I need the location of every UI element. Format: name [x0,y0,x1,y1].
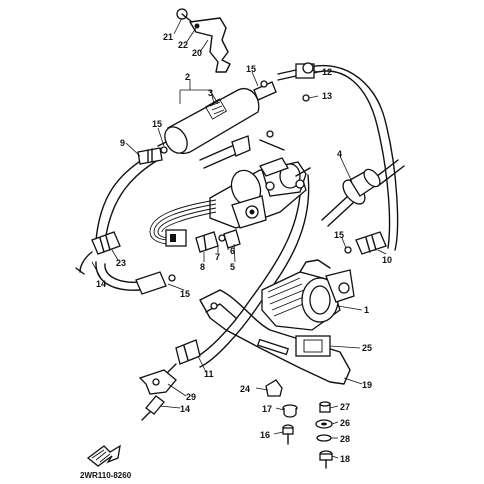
fitting-10 [344,231,387,255]
fitting-23-14-left [75,231,121,275]
fitting-12 [277,62,315,102]
fitting-11 [167,339,201,373]
callout-15-filter: 15 [152,119,162,129]
top-clamp-bracket [176,8,231,73]
callout-20: 20 [192,48,202,58]
damper-4 [342,168,381,205]
fuel-pump-1 [261,259,355,331]
callout-16: 16 [260,430,270,440]
washer-17 [282,404,298,418]
nipple-9 [137,146,168,165]
callout-22: 22 [178,40,188,50]
callout-21: 21 [163,32,173,42]
bracket-29 [138,369,177,395]
callout-13: 13 [322,91,332,101]
grommet-26 [315,419,333,429]
washer-28 [316,434,332,442]
callout-28: 28 [340,434,350,444]
front-arrow-icon [86,444,121,467]
callout-18: 18 [340,454,350,464]
callout-11: 11 [204,369,214,379]
callout-2: 2 [185,72,190,82]
callout-25: 25 [362,343,372,353]
bolt-16 [282,424,294,445]
callout-24: 24 [240,384,250,394]
leader-lines [91,17,387,459]
callout-3: 3 [208,88,213,98]
callout-26: 26 [340,418,350,428]
short-hoses [199,130,285,169]
callout-15-top: 15 [246,64,256,74]
callout-29: 29 [186,392,196,402]
callout-8: 8 [200,262,205,272]
fuel-filter [157,87,271,154]
callout-19: 19 [362,380,372,390]
union-15-top [253,80,277,101]
callout-15-lower: 15 [180,289,190,299]
callout-labels: 21 22 20 2 3 15 12 13 15 9 4 6 7 8 5 15 … [80,32,392,480]
callout-10: 10 [382,255,392,265]
callout-7: 7 [215,252,220,262]
callout-12: 12 [322,67,332,77]
callout-15-right: 15 [334,230,344,240]
collar-27 [319,401,331,413]
callout-23: 23 [116,258,126,268]
callout-9: 9 [120,138,125,148]
callout-17: 17 [262,404,272,414]
bolt-18 [319,450,333,469]
fuel-valve-body [209,157,311,229]
wire-harness [149,199,217,247]
collar-24 [265,379,283,397]
callout-27: 27 [340,402,350,412]
callout-6: 6 [230,246,235,256]
callout-5: 5 [230,262,235,272]
nozzle-14-lower [141,395,165,421]
callout-14-left: 14 [96,279,106,289]
callout-4: 4 [337,149,342,159]
fitting-15-lower [135,271,176,295]
callout-1: 1 [364,305,369,315]
drawing-code: 2WR110-8260 [80,471,132,480]
callout-14-lower: 14 [180,404,190,414]
